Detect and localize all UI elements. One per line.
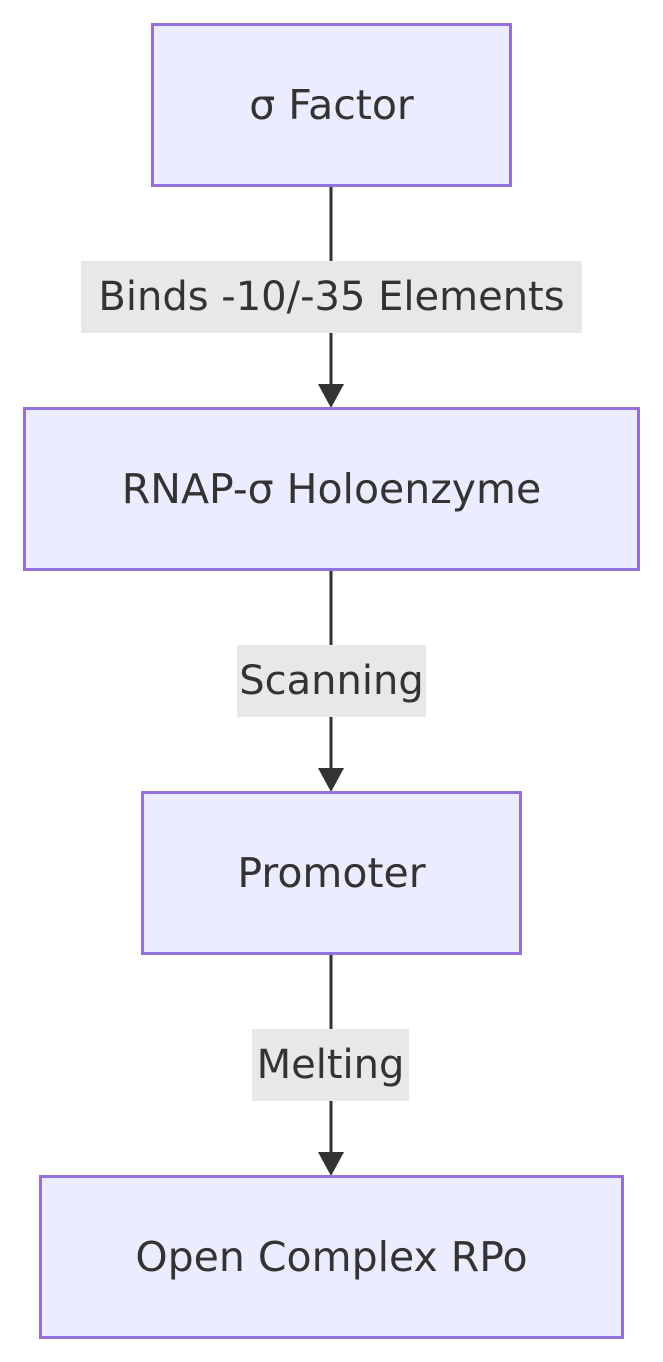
arrowhead-2 <box>318 768 344 792</box>
node-holoenzyme: RNAP-σ Holoenzyme <box>23 407 640 571</box>
arrowhead-3 <box>318 1152 344 1176</box>
edge-label-binds: Binds -10/-35 Elements <box>81 261 582 333</box>
edge-label-scanning: Scanning <box>237 645 426 717</box>
arrowhead-1 <box>318 384 344 408</box>
node-promoter: Promoter <box>141 791 522 955</box>
node-sigma-factor: σ Factor <box>151 23 512 187</box>
edge-label-melting: Melting <box>252 1029 409 1101</box>
node-open-complex: Open Complex RPo <box>39 1175 624 1339</box>
